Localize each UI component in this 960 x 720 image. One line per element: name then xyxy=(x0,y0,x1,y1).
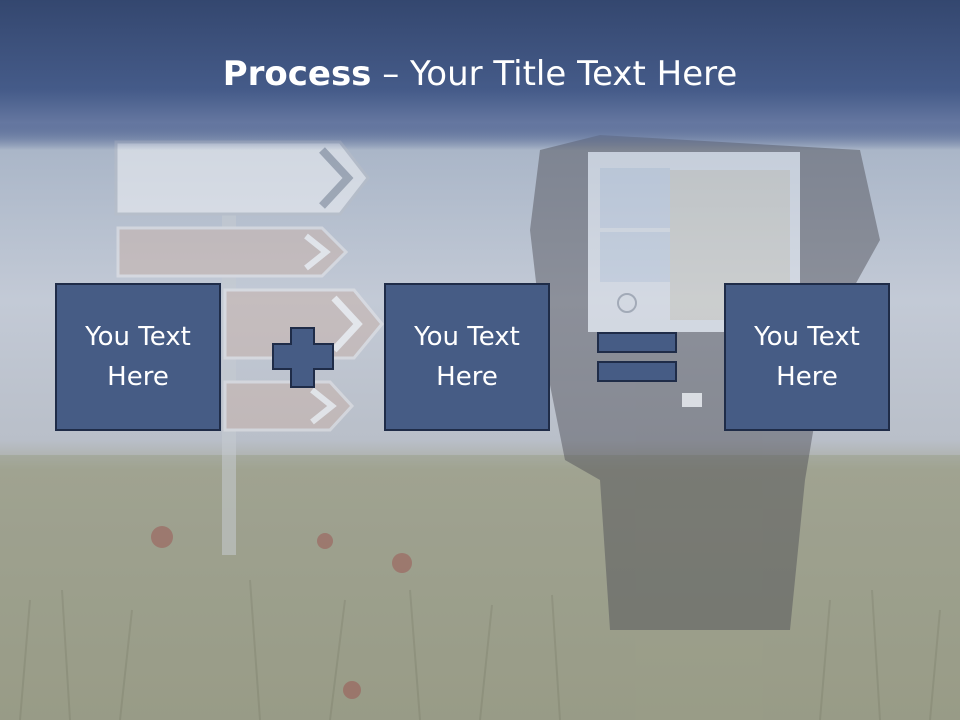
process-box-1-line-1: You Text xyxy=(85,322,191,352)
process-box-1-text: You Text Here xyxy=(68,317,208,397)
poppies xyxy=(151,526,412,699)
process-box-3-text: You Text Here xyxy=(737,317,877,397)
process-box-2-line-2: Here xyxy=(436,362,498,392)
process-box-2-line-1: You Text xyxy=(414,322,520,352)
title-band xyxy=(0,0,960,150)
title-text: – Your Title Text Here xyxy=(371,54,738,94)
slide-title[interactable]: Process – Your Title Text Here xyxy=(0,52,960,96)
process-box-2-text: You Text Here xyxy=(397,317,537,397)
title-emphasis: Process xyxy=(222,54,372,94)
wheat-field xyxy=(0,455,960,720)
process-box-1[interactable]: You Text Here xyxy=(55,283,221,431)
process-box-3[interactable]: You Text Here xyxy=(724,283,890,431)
process-box-2[interactable]: You Text Here xyxy=(384,283,550,431)
process-box-1-line-2: Here xyxy=(107,362,169,392)
process-box-3-line-1: You Text xyxy=(754,322,860,352)
signpost xyxy=(114,140,384,555)
process-box-3-line-2: Here xyxy=(776,362,838,392)
